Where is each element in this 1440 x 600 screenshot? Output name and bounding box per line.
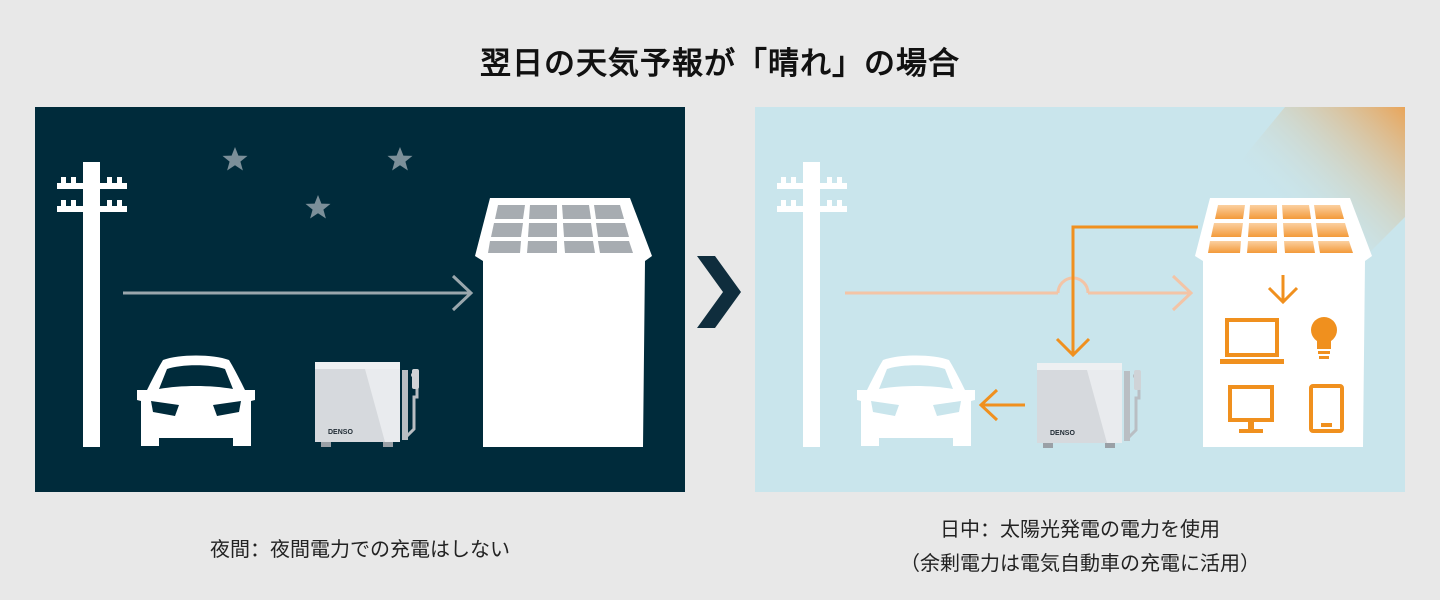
day-caption: 日中：太陽光発電の電力を使用 （余剰電力は電気自動車の充電に活用） bbox=[755, 512, 1405, 580]
battery-to-car-arrow bbox=[978, 388, 1025, 422]
battery-brand-label: DENSO bbox=[1050, 430, 1075, 437]
day-caption-line1: 日中：太陽光発電の電力を使用 bbox=[940, 517, 1220, 541]
battery-unit-icon: DENSO bbox=[315, 362, 419, 447]
battery-unit-icon: DENSO bbox=[1037, 363, 1141, 448]
tablet-icon bbox=[1309, 384, 1344, 433]
night-panel: DENSO bbox=[35, 107, 685, 492]
car-icon bbox=[857, 355, 975, 446]
grid-to-house-arrow bbox=[123, 274, 474, 312]
arrow-down-icon bbox=[1267, 275, 1299, 305]
car-icon bbox=[137, 355, 255, 446]
solar-panel-icon bbox=[488, 205, 633, 253]
utility-pole-icon bbox=[777, 162, 847, 447]
light-bulb-icon bbox=[1311, 317, 1337, 359]
stars bbox=[222, 147, 413, 219]
grid-to-house-arrow bbox=[845, 274, 1194, 312]
house-icon bbox=[475, 198, 652, 447]
night-caption: 夜間：夜間電力での充電はしない bbox=[35, 532, 685, 566]
house-icon bbox=[1195, 198, 1372, 447]
laptop-icon bbox=[1225, 318, 1279, 357]
night-scene: DENSO bbox=[57, 147, 652, 447]
chevron-right-icon bbox=[697, 256, 741, 328]
laptop-base bbox=[1220, 359, 1284, 364]
star-icon bbox=[222, 147, 248, 171]
star-icon bbox=[387, 147, 413, 171]
solar-panel-icon bbox=[1208, 205, 1353, 253]
night-caption-text: 夜間：夜間電力での充電はしない bbox=[210, 537, 510, 561]
day-caption-line2: （余剰電力は電気自動車の充電に活用） bbox=[900, 551, 1260, 575]
monitor-icon bbox=[1228, 385, 1274, 433]
day-panel: DENSO bbox=[755, 107, 1405, 492]
day-scene: DENSO bbox=[777, 107, 1405, 448]
star-icon bbox=[305, 195, 331, 219]
solar-to-battery-arrow bbox=[1055, 225, 1198, 358]
utility-pole-icon bbox=[57, 162, 127, 447]
battery-brand-label: DENSO bbox=[328, 429, 353, 436]
page-title: 翌日の天気予報が「晴れ」の場合 bbox=[480, 46, 960, 82]
